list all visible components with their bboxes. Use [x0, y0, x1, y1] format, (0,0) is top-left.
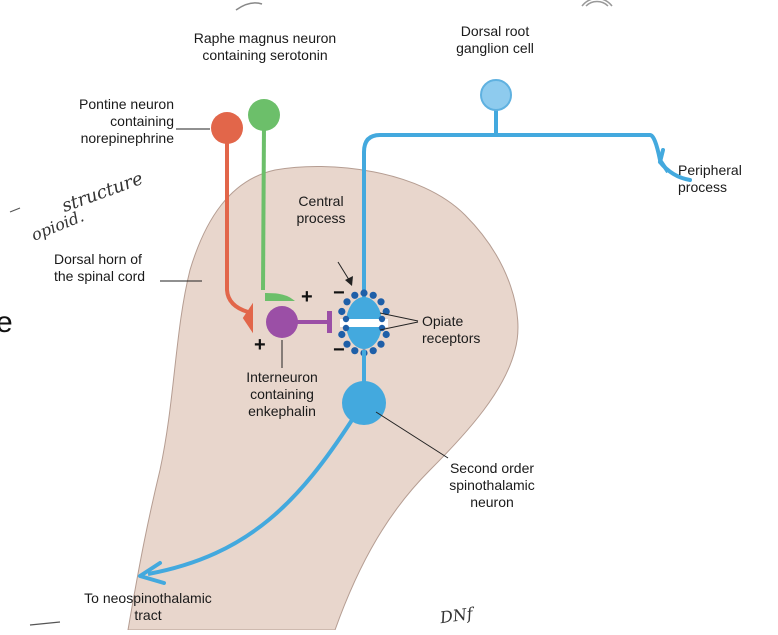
opiate-receptor-dot — [343, 340, 351, 348]
dorsal-horn-label: Dorsal horn of the spinal cord — [54, 251, 146, 284]
opiate-receptor-dot — [338, 307, 346, 316]
handwriting-stroke-top — [235, 2, 263, 11]
interneuron-terminal — [327, 311, 332, 333]
central-process — [362, 133, 381, 300]
spinothalamic-arrowhead — [138, 561, 166, 585]
synaptic-cleft — [340, 319, 388, 327]
opiate-receptor-dot — [377, 298, 385, 306]
opiate-receptor-dot — [338, 330, 346, 339]
opiate-receptor-dot — [360, 289, 368, 297]
raphe-axon — [261, 123, 266, 291]
handwriting-logo-fragment — [581, 0, 613, 7]
leader-opiate-1 — [379, 312, 419, 322]
pontine-axon — [225, 140, 249, 314]
minus-sign-upper: − — [333, 282, 345, 304]
plus-sign-upper: + — [301, 286, 313, 308]
leader-second-order — [375, 411, 449, 459]
opiate-receptor-dot — [369, 291, 377, 299]
minus-sign-lower: − — [333, 339, 345, 361]
tract-label: To neospinothalamic tract — [84, 590, 212, 623]
opiate-receptor-dot — [377, 340, 385, 348]
interneuron-body — [266, 306, 298, 338]
central-process-arrowhead — [345, 276, 353, 286]
opiate-receptor-dot — [342, 324, 350, 332]
opiate-receptor-dot — [351, 291, 359, 299]
leader-opiate-2 — [379, 321, 419, 331]
pontine-label: Pontine neuron containing norepinephrine — [79, 96, 174, 146]
drg-label: Dorsal root ganglion cell — [456, 23, 534, 56]
opiate-receptor-dot — [378, 324, 386, 332]
opiate-receptor-dot — [382, 307, 390, 316]
opiate-receptor-dot — [378, 315, 386, 323]
interneuron-label: Interneuron containing enkephalin — [246, 369, 318, 419]
opiate-receptor-dot — [369, 347, 377, 355]
pontine-terminal — [242, 302, 253, 334]
handwriting-stroke-left — [9, 207, 21, 213]
second-order-label: Second order spinothalamic neuron — [449, 460, 535, 510]
handwriting-stroke-bottom — [29, 621, 61, 626]
raphe-neuron-body — [248, 99, 280, 131]
opiate-receptor-dot — [351, 347, 359, 355]
raphe-label: Raphe magnus neuron containing serotonin — [193, 30, 337, 63]
opiate-receptor-dot — [342, 315, 350, 323]
second-order-neuron-body — [342, 381, 386, 425]
peripheral-ending-fork — [658, 148, 692, 182]
raphe-terminal — [265, 292, 296, 301]
peripheral-label: Peripheral process — [678, 162, 742, 195]
opiate-receptors-label: Opiate receptors — [422, 313, 481, 346]
opiate-receptor-dot — [382, 330, 390, 339]
dorsal-root-ganglion-cell — [480, 79, 512, 111]
central-process-label: Central process — [296, 193, 346, 226]
pontine-neuron-body — [211, 112, 243, 144]
plus-sign-lower: + — [254, 334, 266, 356]
spinothalamic-axon — [147, 418, 354, 576]
peripheral-process — [380, 133, 670, 174]
cropped-edge-letter: e — [0, 306, 13, 339]
opiate-receptor-dot — [343, 298, 351, 306]
